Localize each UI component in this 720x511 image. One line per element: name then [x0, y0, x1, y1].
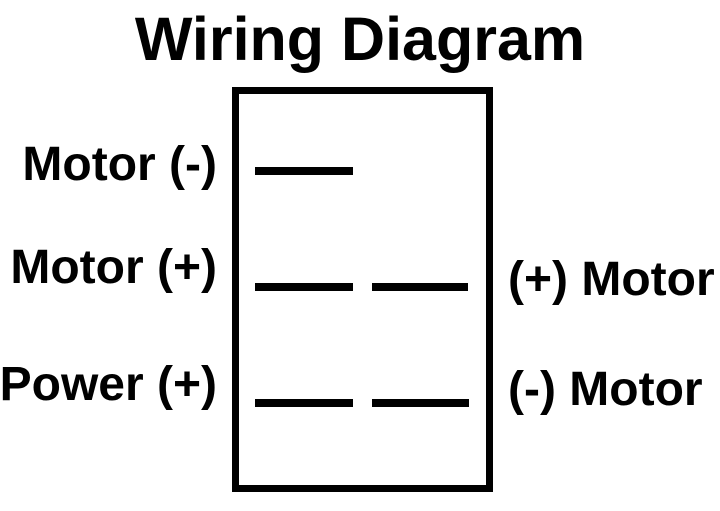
terminal-pin-top-left [255, 167, 353, 175]
label-motor-positive: Motor (+) [10, 241, 217, 294]
label-motor-negative: Motor (-) [22, 138, 217, 191]
label-positive-motor: (+) Motor [508, 253, 715, 306]
terminal-pin-bottom-left [255, 399, 353, 407]
label-power-positive: Power (+) [0, 358, 217, 411]
terminal-pin-bottom-right [372, 399, 469, 407]
diagram-title: Wiring Diagram [134, 5, 586, 73]
terminal-pin-middle-left [255, 283, 353, 291]
label-negative-motor: (-) Motor [508, 363, 703, 416]
terminal-pin-middle-right [372, 283, 468, 291]
